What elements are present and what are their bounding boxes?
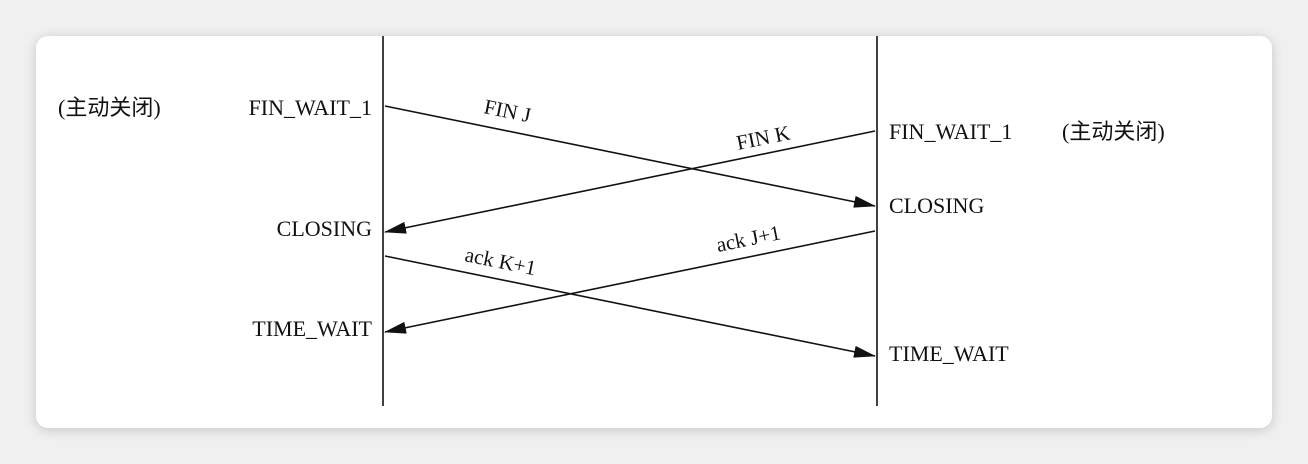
fin-j-label: FIN J bbox=[482, 94, 533, 127]
ack-j1-arrow bbox=[384, 230, 876, 334]
left-fin-wait-1-label: FIN_WAIT_1 bbox=[249, 95, 372, 120]
right-closing-label: CLOSING bbox=[889, 193, 984, 218]
left-closing-label: CLOSING bbox=[277, 216, 372, 241]
right-fin-wait-1-label: FIN_WAIT_1 bbox=[889, 119, 1012, 144]
ack-k1-arrow bbox=[384, 255, 876, 358]
diagram-card bbox=[36, 36, 1272, 428]
fin-k-arrow bbox=[384, 130, 876, 234]
left-active-close-label: (主动关闭) bbox=[58, 95, 161, 120]
right-active-close-label: (主动关闭) bbox=[1062, 119, 1165, 144]
right-time-wait-label: TIME_WAIT bbox=[889, 341, 1009, 366]
fin-j-arrow bbox=[384, 105, 876, 208]
left-time-wait-label: TIME_WAIT bbox=[252, 316, 372, 341]
